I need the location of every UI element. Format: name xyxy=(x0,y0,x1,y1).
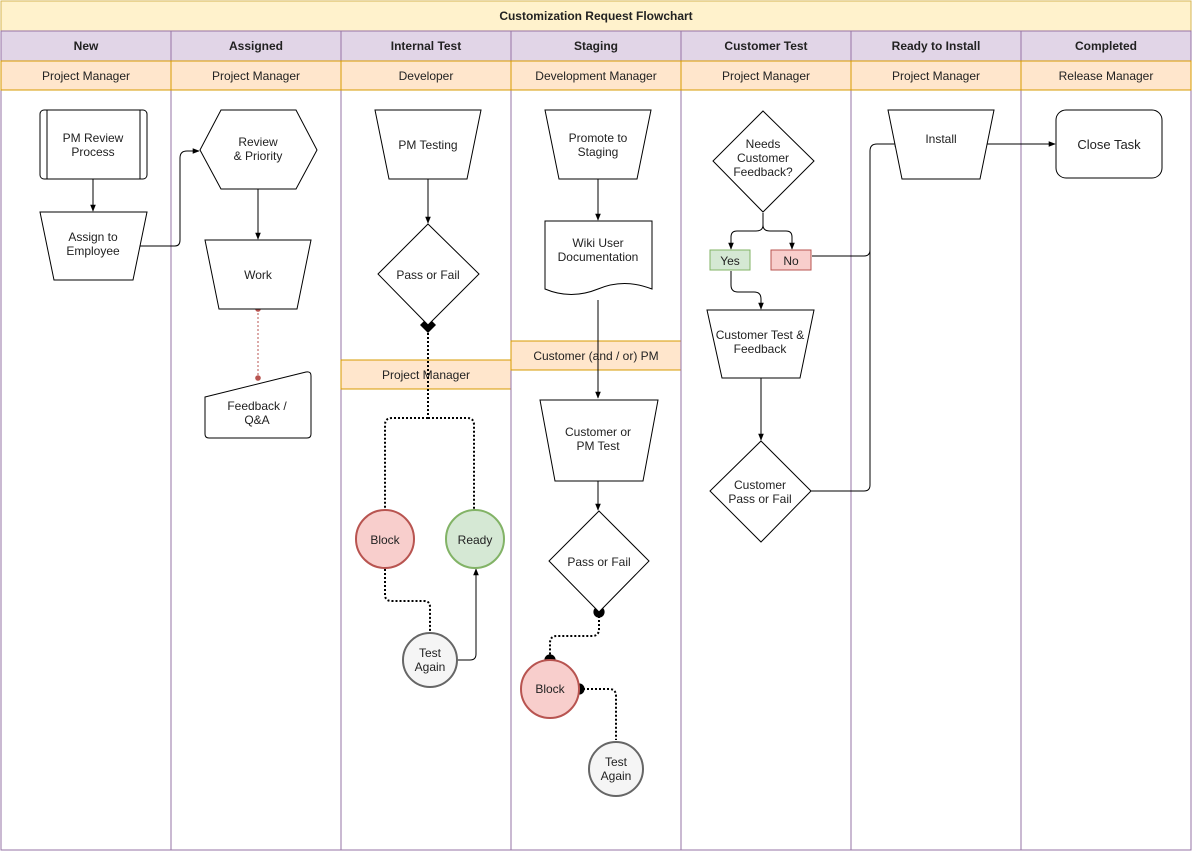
node-customer-pass-or-fail: Customer Pass or Fail xyxy=(709,440,812,543)
lane-header: Completed xyxy=(1075,39,1137,53)
node-label: Close Task xyxy=(1077,137,1141,152)
edge-needs-to-no xyxy=(762,213,795,250)
lane-role: Developer xyxy=(399,69,454,83)
node-label: Customer xyxy=(737,151,789,165)
node-label: Again xyxy=(601,769,632,783)
node-label: PM Test xyxy=(576,439,620,453)
edge-split-to-ready xyxy=(428,417,475,510)
node-label: Customer xyxy=(734,478,786,492)
node-label: Assign to xyxy=(68,230,118,244)
node-label: Documentation xyxy=(558,250,639,264)
node-block-staging: Block xyxy=(520,659,580,719)
lane-role: Project Manager xyxy=(722,69,810,83)
node-label: Again xyxy=(415,660,446,674)
edge-custpassfail-to-install xyxy=(811,151,871,492)
sub-lane-role: Customer (and / or) PM xyxy=(533,349,658,363)
edge-block-to-testagain xyxy=(384,569,431,632)
node-label: Customer or xyxy=(565,425,631,439)
lane-role: Release Manager xyxy=(1059,69,1154,83)
swimlanes: New Project Manager Assigned Project Man… xyxy=(0,30,1192,851)
node-label: Needs xyxy=(746,137,781,151)
node-close-task: Close Task xyxy=(1055,109,1163,179)
node-feedback-qa: Feedback / Q&A xyxy=(204,371,312,439)
node-label: Work xyxy=(244,268,273,282)
node-promote-to-staging: Promote to Staging xyxy=(544,109,652,180)
node-label: Ready xyxy=(458,533,493,547)
lane-role: Development Manager xyxy=(535,69,656,83)
node-label: Block xyxy=(535,682,565,696)
node-label: Pass or Fail xyxy=(396,268,459,282)
lane-assigned: Assigned Project Manager xyxy=(170,30,342,851)
node-label: Process xyxy=(71,145,114,159)
node-label: Customer Test & xyxy=(716,328,804,342)
node-label: Feedback? xyxy=(733,165,793,179)
lane-header: Ready to Install xyxy=(892,39,981,53)
node-customer-test-feedback: Customer Test & Feedback xyxy=(706,309,815,379)
edge-needs-to-yes xyxy=(728,213,764,250)
node-pass-or-fail-internal: Pass or Fail xyxy=(377,223,480,326)
node-work: Work xyxy=(204,239,312,310)
node-pm-testing: PM Testing xyxy=(374,109,482,180)
edge-yes-to-custtestfeedback xyxy=(730,271,764,310)
diagram-title: Customization Request Flowchart xyxy=(499,9,692,23)
node-label: Pass or Fail xyxy=(728,492,791,506)
node-no: No xyxy=(770,249,812,271)
node-label: Feedback / xyxy=(227,399,287,413)
node-label: Install xyxy=(925,132,956,146)
node-pass-or-fail-staging: Pass or Fail xyxy=(548,510,650,613)
connectors xyxy=(90,141,1056,740)
sub-lane-role: Project Manager xyxy=(382,368,470,382)
node-needs-customer-feedback: Needs Customer Feedback? xyxy=(712,110,815,213)
node-label: Review xyxy=(238,135,278,149)
edge-block2-to-testagain xyxy=(573,683,617,740)
lane-header: Customer Test xyxy=(724,39,807,53)
node-install: Install xyxy=(887,109,995,180)
edge-split-to-block xyxy=(384,417,428,510)
node-assign-to-employee: Assign to Employee xyxy=(39,211,148,281)
node-test-again-staging: Test Again xyxy=(588,741,644,797)
node-label: Test xyxy=(419,646,442,660)
edge-no-to-install xyxy=(812,141,902,257)
node-wiki-documentation: Wiki User Documentation xyxy=(544,220,653,295)
lane-role: Project Manager xyxy=(212,69,300,83)
lane-completed: Completed Release Manager xyxy=(1020,30,1192,851)
node-label: PM Testing xyxy=(398,138,457,152)
node-block-internal: Block xyxy=(355,509,415,569)
node-test-again-internal: Test Again xyxy=(402,632,458,688)
nodes: PM Review Process Assign to Employee Rev… xyxy=(39,109,1163,797)
lane-new: New Project Manager xyxy=(0,30,172,851)
node-label: PM Review xyxy=(63,131,124,145)
node-review-priority: Review & Priority xyxy=(199,109,318,190)
title-bar: Customization Request Flowchart xyxy=(0,0,1192,32)
node-label: No xyxy=(783,254,799,268)
node-label: Employee xyxy=(66,244,120,258)
node-label: Yes xyxy=(720,254,740,268)
lane-role: Project Manager xyxy=(892,69,980,83)
node-customer-or-pm-test: Customer or PM Test xyxy=(539,399,659,482)
lane-header: Staging xyxy=(574,39,618,53)
edge-passfail2-to-block xyxy=(544,606,605,666)
edge-assign-to-priority xyxy=(133,148,200,247)
node-label: Test xyxy=(605,755,628,769)
node-yes: Yes xyxy=(709,249,751,271)
node-label: Feedback xyxy=(734,342,788,356)
node-label: & Priority xyxy=(234,149,283,163)
lane-header: Internal Test xyxy=(391,39,461,53)
node-label: Q&A xyxy=(244,413,269,427)
node-pm-review-process: PM Review Process xyxy=(39,109,148,180)
node-label: Wiki User xyxy=(572,236,623,250)
lane-header: Assigned xyxy=(229,39,283,53)
lane-staging: Staging Development Manager Customer (an… xyxy=(510,30,682,851)
edge-testagain-to-ready xyxy=(458,568,479,661)
lane-internal-test: Internal Test Developer Project Manager xyxy=(340,30,512,851)
node-label: Block xyxy=(370,533,400,547)
node-label: Staging xyxy=(578,145,619,159)
node-label: Pass or Fail xyxy=(567,555,630,569)
lane-header: New xyxy=(74,39,99,53)
node-ready: Ready xyxy=(445,509,505,569)
node-label: Promote to xyxy=(569,131,628,145)
lane-role: Project Manager xyxy=(42,69,130,83)
